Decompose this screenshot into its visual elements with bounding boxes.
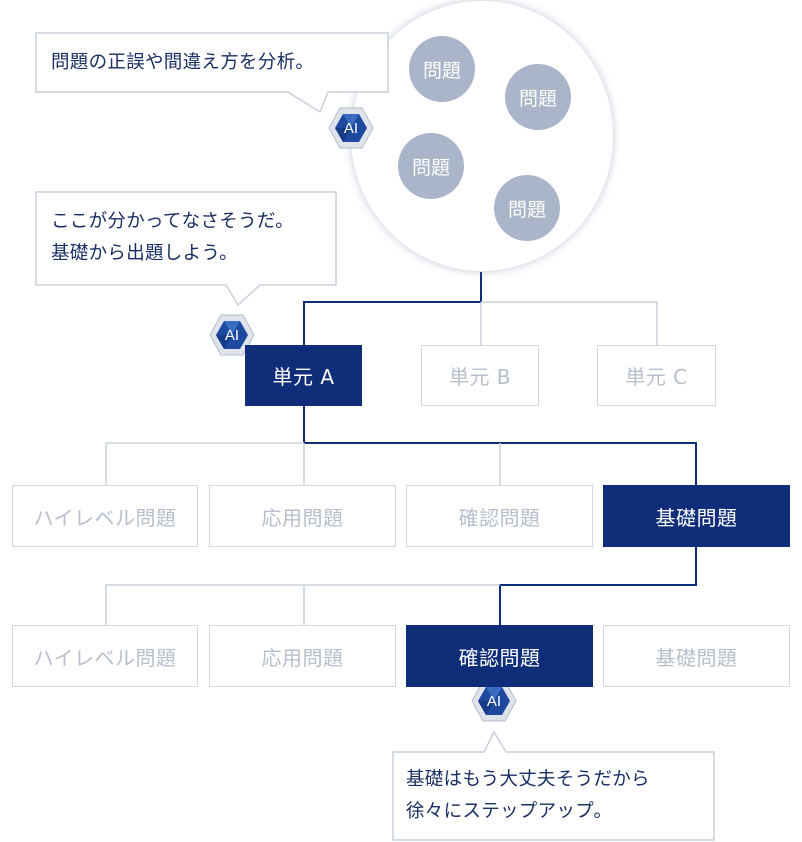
level2-high-box: ハイレベル問題 <box>12 625 198 687</box>
level2-check-box: 確認問題 <box>406 625 593 687</box>
stepup-bubble-outline <box>392 730 715 841</box>
bubble-line: 基礎はもう大丈夫そうだから <box>406 769 650 790</box>
bubble-line: 問題の正誤や間違え方を分析。 <box>51 52 315 73</box>
ai-badge-icon: AI <box>471 678 517 724</box>
level2-basic-box: 基礎問題 <box>603 625 790 687</box>
bubble-line: 徐々にステップアップ。 <box>406 801 613 822</box>
bubble-line: 基礎から出題しよう。 <box>51 243 238 264</box>
unit-a-box: 単元 A <box>245 345 362 406</box>
stepup-bubble-text: 基礎はもう大丈夫そうだから 徐々にステップアップ。 <box>406 764 650 828</box>
ai-label: AI <box>343 119 359 137</box>
level1-check-box: 確認問題 <box>406 485 593 547</box>
level2-applied-box: 応用問題 <box>209 625 396 687</box>
question-chip: 問題 <box>398 133 464 199</box>
bubble-line: ここが分かってなさそうだ。 <box>51 211 294 232</box>
analysis-bubble-text: 問題の正誤や間違え方を分析。 <box>51 47 314 79</box>
ai-badge-icon: AI <box>209 312 255 358</box>
ai-label: AI <box>224 326 240 344</box>
question-chip: 問題 <box>505 64 571 130</box>
question-chip: 問題 <box>494 175 560 241</box>
analysis-bubble-outline <box>35 32 389 114</box>
unit-b-box: 単元 B <box>421 345 539 406</box>
ai-label: AI <box>486 692 502 710</box>
level1-basic-box: 基礎問題 <box>603 485 790 547</box>
question-chip: 問題 <box>409 36 475 102</box>
unit-bubble-outline <box>35 191 337 307</box>
level1-high-box: ハイレベル問題 <box>12 485 198 547</box>
unit-bubble-text: ここが分かってなさそうだ。 基礎から出題しよう。 <box>51 206 294 270</box>
level1-applied-box: 応用問題 <box>209 485 396 547</box>
ai-badge-icon: AI <box>328 105 374 151</box>
question-pool-circle <box>350 0 614 272</box>
unit-c-box: 単元 C <box>597 345 716 406</box>
